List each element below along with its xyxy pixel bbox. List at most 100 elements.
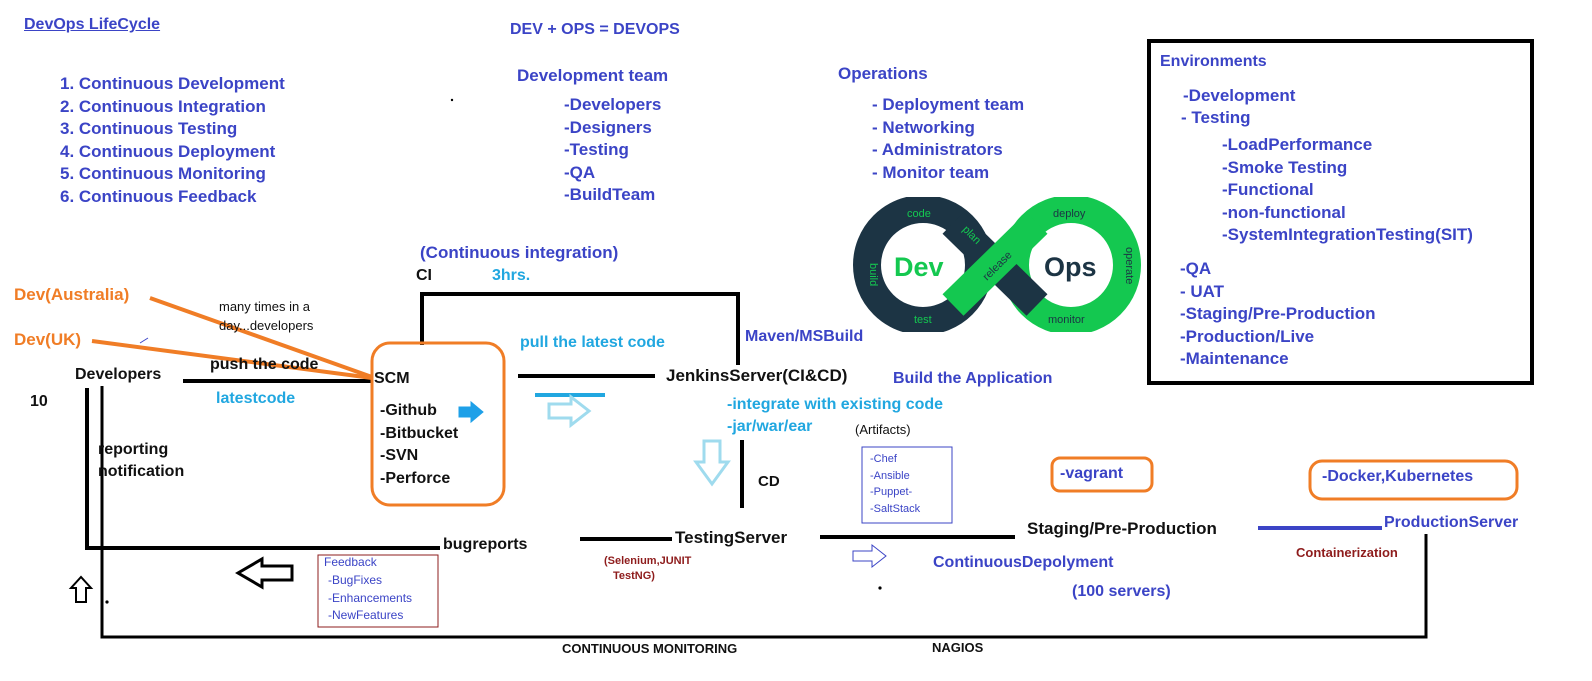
many-times-line1: many times in a (219, 299, 311, 314)
right-hollow-arrow (547, 393, 592, 429)
devops-infinity-logo: Dev Ops code build test plan release dep… (853, 197, 1141, 332)
dev-team-item: -Testing (564, 140, 629, 160)
pull-latest-label: pull the latest code (520, 334, 665, 351)
containerization-label: Containerization (1296, 545, 1398, 560)
latestcode-label: latestcode (216, 390, 296, 407)
lifecycle-step: 4. Continuous Deployment (60, 141, 276, 161)
developer-count: 10 (30, 393, 48, 410)
lifecycle-step: 2. Continuous Integration (60, 96, 266, 116)
dev-team-title: Development team (517, 66, 669, 85)
push-code-label: push the code (210, 356, 319, 373)
operations-item: - Networking (872, 117, 975, 137)
testing-server-label: TestingServer (675, 528, 788, 547)
monitoring-loop-line (100, 386, 1428, 639)
docker-label: -Docker,Kubernetes (1322, 468, 1474, 485)
reporting-line2: notification (98, 463, 185, 480)
env-development: -Development (1183, 86, 1296, 105)
right-small-arrow (852, 543, 887, 569)
lifecycle-step: 6. Continuous Feedback (60, 186, 257, 206)
logo-test-label: test (914, 314, 932, 326)
scm-item: -SVN (380, 447, 419, 465)
docker-box (1308, 459, 1519, 501)
build-app-label: Build the Application (893, 370, 1053, 387)
feedback-item: -BugFixes (328, 573, 383, 587)
config-tools-list: -Chef -Ansible -Puppet- -SaltStack (870, 451, 920, 517)
operations-title: Operations (838, 64, 928, 83)
env-testing-subitem: -Smoke Testing (1222, 157, 1348, 177)
scm-item: -Perforce (380, 469, 451, 487)
operations-item: - Deployment team (872, 95, 1025, 114)
up-hollow-arrow (68, 575, 94, 603)
dev-uk-label: Dev(UK) (14, 330, 82, 349)
continuous-deployment-label: ContinuousDepolyment (933, 554, 1114, 571)
cd-label: CD (758, 473, 780, 490)
config-tool-item: -Puppet- (870, 486, 913, 498)
logo-code-label: code (907, 208, 931, 220)
dev-team-item: -BuildTeam (564, 185, 656, 205)
env-other-item: -Production/Live (1180, 326, 1315, 346)
env-testing-subitem: -SystemIntegrationTesting(SIT) (1222, 225, 1473, 245)
dev-australia-label: Dev(Australia) (14, 285, 130, 304)
feedback-box (317, 554, 439, 628)
maven-label: Maven/MSBuild (745, 328, 864, 345)
developers-label: Developers (75, 366, 162, 383)
lifecycle-list: 1. Continuous Development 2. Continuous … (60, 73, 285, 209)
production-server-label: ProductionServer (1384, 514, 1519, 531)
feedback-item: -Enhancements (328, 590, 413, 605)
devops-equation: DEV + OPS = DEVOPS (510, 21, 680, 38)
scm-item: -Bitbucket (380, 424, 459, 442)
lifecycle-step: 3. Continuous Testing (60, 119, 238, 139)
operations-item: - Administrators (872, 140, 1003, 160)
env-testing-subitem: -LoadPerformance (1222, 135, 1373, 154)
config-tool-item: -Ansible (870, 469, 910, 482)
ci-label: CI (416, 267, 432, 284)
feedback-list: -BugFixes -Enhancements -NewFeatures (328, 572, 412, 625)
logo-dev-text: Dev (894, 252, 944, 282)
scm-title: SCM (374, 370, 410, 387)
integrate-label: -integrate with existing code (727, 396, 944, 413)
ci-time-label: 3hrs. (492, 267, 531, 284)
many-times-line2: day...developers (219, 318, 314, 333)
testing-tools-line2: TestNG) (613, 570, 655, 582)
bugreports-label: bugreports (443, 536, 528, 553)
logo-build-label: build (867, 263, 879, 286)
australia-arrow (149, 296, 373, 379)
vagrant-box (1050, 456, 1154, 493)
env-other-item: -Staging/Pre-Production (1180, 304, 1376, 324)
left-feedback-arrow (235, 556, 294, 590)
logo-deploy-label: deploy (1053, 208, 1086, 220)
nagios-label: NAGIOS (932, 640, 984, 655)
lifecycle-title: DevOps LifeCycle (24, 16, 161, 33)
operations-list: - Deployment team - Networking - Adminis… (872, 94, 1024, 184)
ci-bracket-line (420, 292, 740, 365)
feedback-title: Feedback (324, 555, 377, 569)
down-hollow-arrow (693, 439, 731, 487)
config-tool-item: -Chef (870, 453, 897, 465)
env-other-item: -QA (1180, 259, 1212, 278)
operations-item: - Monitor team (872, 162, 990, 182)
env-other-list: -QA - UAT -Staging/Pre-Production -Produ… (1180, 258, 1376, 371)
jenkins-server-label: JenkinsServer(CI&CD) (666, 366, 848, 385)
environments-title: Environments (1160, 53, 1267, 70)
env-testing: - Testing (1181, 108, 1251, 127)
dev-team-item: -Developers (564, 95, 662, 114)
monitoring-label: CONTINUOUS MONITORING (562, 641, 738, 656)
env-testing-subitem: -non-functional (1222, 202, 1346, 222)
scm-blue-arrow (458, 400, 484, 424)
vagrant-label: -vagrant (1060, 465, 1124, 482)
scm-list: -Github -Bitbucket -SVN -Perforce (380, 400, 458, 490)
artifacts-label: -jar/war/ear (727, 418, 813, 435)
env-testing-subitem: -Functional (1222, 180, 1314, 200)
config-tools-box (861, 446, 953, 524)
dev-team-list: -Developers -Designers -Testing -QA -Bui… (564, 94, 661, 207)
artifacts-note: (Artifacts) (855, 422, 911, 437)
reporting-line1: reporting (98, 441, 169, 458)
testing-tools-line1: (Selenium,JUNIT (604, 555, 692, 567)
env-other-item: -Maintenance (1180, 349, 1289, 369)
lifecycle-step: 5. Continuous Monitoring (60, 164, 266, 184)
feedback-loop-line (85, 388, 440, 550)
staging-label: Staging/Pre-Production (1027, 519, 1217, 538)
logo-monitor-label: monitor (1048, 314, 1085, 326)
